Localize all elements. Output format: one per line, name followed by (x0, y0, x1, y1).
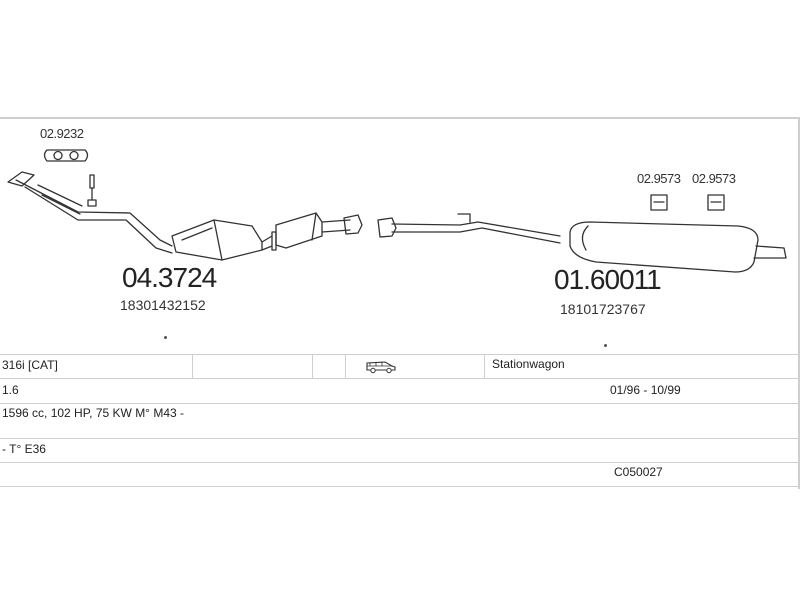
table-row (0, 403, 798, 404)
cell-divider (484, 354, 485, 378)
hanger-drawings (650, 194, 725, 211)
model-cell: 316i [CAT] (2, 358, 58, 372)
table-row (0, 486, 798, 487)
catalog-code-cell: C050027 (614, 465, 663, 479)
table-row (0, 354, 798, 355)
marker-dot (164, 336, 167, 339)
gasket-code: 02.9232 (40, 126, 84, 141)
marker-dot (604, 344, 607, 347)
body-type-cell: Stationwagon (492, 357, 565, 371)
rear-section-oem: 18101723767 (560, 301, 646, 317)
front-pipe-oem: 18301432152 (120, 297, 206, 313)
front-pipe-number: 04.3724 (122, 262, 217, 293)
rear-section-drawing (377, 213, 787, 273)
table-row (0, 438, 798, 439)
hanger-code-1: 02.9573 (637, 171, 681, 186)
rear-section-number: 01.60011 (554, 264, 662, 295)
gasket-drawing (43, 149, 89, 162)
production-dates-cell: 01/96 - 10/99 (610, 383, 681, 397)
station-wagon-icon (365, 358, 397, 379)
cell-divider (192, 354, 193, 378)
cell-divider (345, 354, 346, 378)
diagram-frame (0, 117, 800, 489)
cell-divider (312, 354, 313, 378)
front-pipe-drawing (7, 171, 363, 261)
table-row (0, 378, 798, 379)
type-cell: - T° E36 (2, 442, 46, 456)
displacement-cell: 1.6 (2, 383, 19, 397)
hanger-code-2: 02.9573 (692, 171, 736, 186)
table-row (0, 462, 798, 463)
engine-cell: 1596 cc, 102 HP, 75 KW M° M43 - (2, 406, 184, 420)
